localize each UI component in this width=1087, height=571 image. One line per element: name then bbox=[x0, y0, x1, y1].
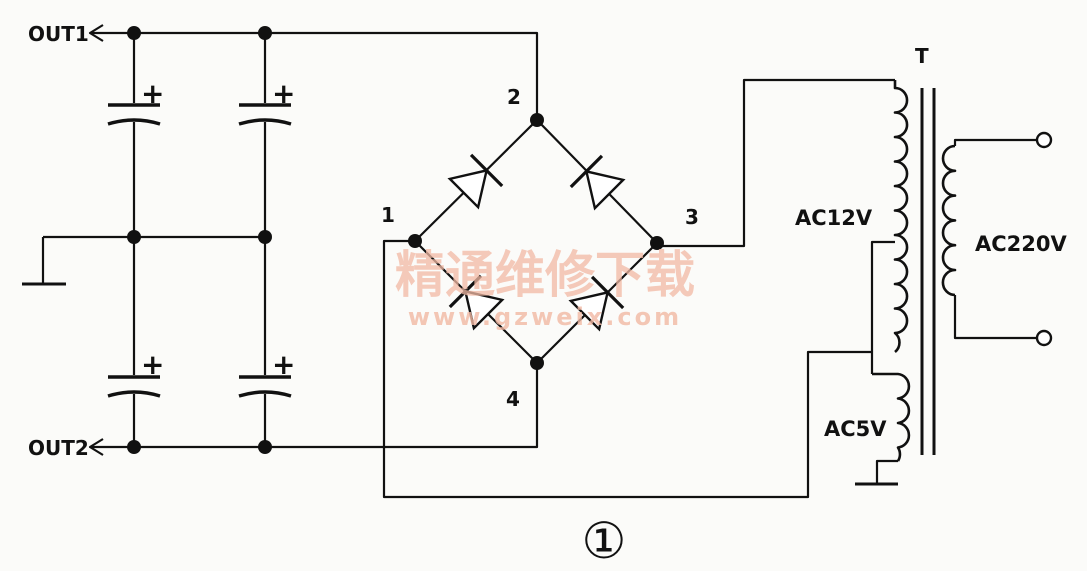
secondary-winding-12v bbox=[893, 80, 909, 354]
junction-dot bbox=[258, 26, 272, 40]
junction-dots bbox=[127, 26, 664, 454]
junction-dot bbox=[530, 356, 544, 370]
node-label-3: 3 bbox=[685, 205, 699, 229]
primary-winding bbox=[941, 144, 957, 297]
polarity-mark: + bbox=[272, 348, 295, 381]
transformer bbox=[872, 80, 957, 462]
junction-dot bbox=[258, 440, 272, 454]
watermark-url: www.gzweix.com bbox=[408, 303, 682, 331]
junction-dot bbox=[530, 113, 544, 127]
diode-lower-right bbox=[568, 275, 625, 332]
polarity-mark: + bbox=[272, 77, 295, 110]
transformer-label: T bbox=[915, 44, 929, 68]
ac-input-terminal bbox=[1035, 131, 1053, 149]
junction-dot bbox=[127, 440, 141, 454]
node-label-1: 1 bbox=[381, 203, 395, 227]
junction-dot bbox=[127, 26, 141, 40]
watermark-text: 精通维修下载 bbox=[395, 246, 695, 304]
out1-arrow bbox=[88, 24, 104, 42]
node-label-4: 4 bbox=[506, 387, 520, 411]
capacitor-top-left: + bbox=[107, 77, 164, 126]
junction-dot bbox=[258, 230, 272, 244]
ac-input-terminal bbox=[1035, 329, 1053, 347]
out1-label: OUT1 bbox=[28, 22, 89, 46]
out2-label: OUT2 bbox=[28, 436, 89, 460]
node-label-2: 2 bbox=[507, 85, 521, 109]
junction-dot bbox=[650, 236, 664, 250]
polarity-mark: + bbox=[141, 77, 164, 110]
secondary-winding-5v bbox=[872, 372, 911, 462]
capacitor-bottom-left: + bbox=[107, 348, 164, 398]
junction-dot bbox=[127, 230, 141, 244]
junction-dot bbox=[408, 234, 422, 248]
diode-lower-left bbox=[448, 274, 505, 331]
capacitor-bottom-right: + bbox=[238, 348, 295, 398]
polarity-mark: + bbox=[141, 348, 164, 381]
diode-upper-right bbox=[569, 154, 626, 211]
primary-220v-label: AC220V bbox=[975, 232, 1067, 256]
out2-arrow bbox=[88, 438, 104, 456]
secondary-12v-label: AC12V bbox=[795, 206, 873, 230]
secondary-5v-label: AC5V bbox=[824, 417, 887, 441]
wiring bbox=[22, 31, 1040, 499]
figure-number: ① bbox=[582, 512, 627, 570]
capacitor-top-right: + bbox=[238, 77, 295, 126]
diode-upper-left bbox=[447, 153, 504, 210]
